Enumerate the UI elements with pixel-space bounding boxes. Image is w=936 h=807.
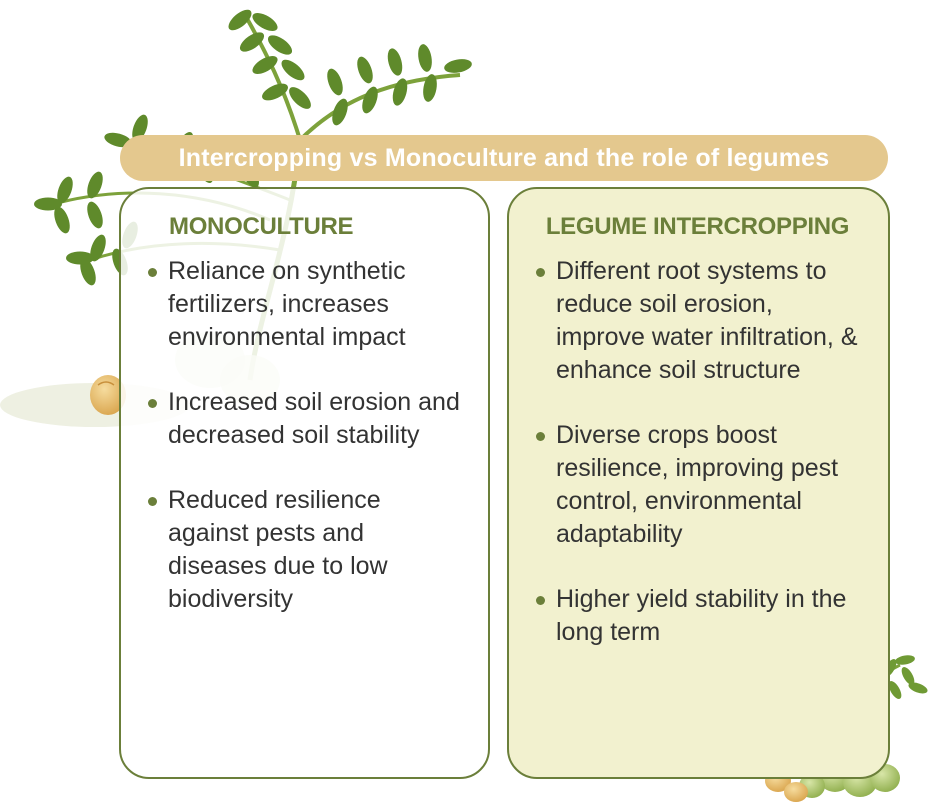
list-item-text: Reduced resilience against pests and dis… (168, 486, 388, 613)
legume-intercropping-heading: LEGUME INTERCROPPING (545, 213, 850, 240)
list-item-text: Increased soil erosion and decreased soi… (168, 388, 460, 449)
list-item: Diverse crops boost resilience, improvin… (531, 419, 864, 551)
list-item: Reliance on synthetic fertilizers, incre… (143, 255, 464, 354)
list-item: Higher yield stability in the long term (531, 583, 864, 649)
bullet-dot-icon (536, 596, 545, 605)
monoculture-heading: MONOCULTURE (169, 213, 354, 240)
list-item-text: Diverse crops boost resilience, improvin… (556, 421, 839, 548)
title-banner: Intercropping vs Monoculture and the rol… (120, 135, 888, 181)
legume-intercropping-list: Different root systems to reduce soil er… (531, 255, 864, 649)
bullet-dot-icon (148, 268, 157, 277)
list-item: Reduced resilience against pests and dis… (143, 484, 464, 616)
legume-intercropping-panel: LEGUME INTERCROPPING Different root syst… (507, 187, 890, 779)
list-item: Increased soil erosion and decreased soi… (143, 386, 464, 452)
bullet-dot-icon (148, 497, 157, 506)
chickpea-seeds (90, 375, 126, 415)
monoculture-panel: MONOCULTURE Reliance on synthetic fertil… (119, 187, 490, 779)
list-item: Different root systems to reduce soil er… (531, 255, 864, 387)
list-item-text: Different root systems to reduce soil er… (556, 257, 858, 384)
bullet-dot-icon (536, 268, 545, 277)
list-item-text: Reliance on synthetic fertilizers, incre… (168, 257, 406, 351)
bullet-dot-icon (536, 432, 545, 441)
page-title: Intercropping vs Monoculture and the rol… (178, 143, 830, 172)
bullet-dot-icon (148, 399, 157, 408)
list-item-text: Higher yield stability in the long term (556, 585, 847, 646)
monoculture-list: Reliance on synthetic fertilizers, incre… (143, 255, 464, 616)
